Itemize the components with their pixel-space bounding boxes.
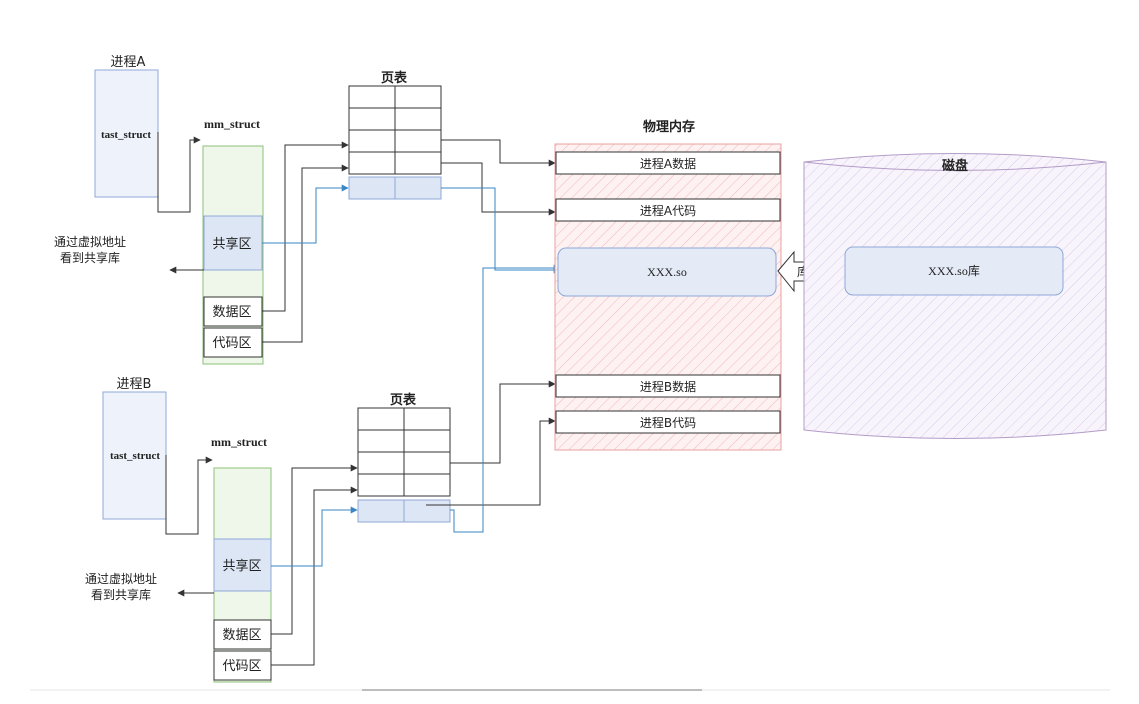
page-table-b-cell [403,429,451,453]
page-table-a-cell [394,129,442,153]
physical-memory-group: 物理内存 进程A数据 进程A代码 XXX.so 进程B数据 进程B代码 [554,119,782,451]
process-b-code-label: 代码区 [222,659,261,674]
page-table-b-cell [357,473,405,497]
process-a-group: 进程A tast_struct mm_struct 共享区 数据区 代码区 通过… [54,55,561,365]
process-b-annotation-2: 看到共享库 [91,587,151,602]
physical-memory-box [554,143,782,451]
process-b-task-struct-label: tast_struct [110,450,160,462]
disk-cylinder-rim [803,161,1107,171]
process-a-shared-to-page-table [262,184,349,244]
process-a-annotation-1: 通过虚拟地址 [54,235,126,249]
process-a-annotation-2: 看到共享库 [60,250,120,265]
memory-shared-library-label: XXX.so [647,265,687,279]
page-table-a-cell [348,129,396,153]
process-b-annotation-1: 通过虚拟地址 [85,572,157,586]
process-b-shared-to-page-table [271,506,358,567]
disk-group: 磁盘 XXX.so库 [803,153,1107,439]
process-b-page-table [357,407,451,523]
process-b-code-to-page-table [271,486,358,666]
memory-process-b-code [555,410,781,434]
disk-cylinder [803,153,1107,439]
page-table-b-to-shared-lib [450,264,561,533]
page-table-b-cell [403,407,451,431]
page-table-b-shared-cell [357,499,405,523]
process-b-data-region [213,619,272,650]
process-b-mm-struct-label: mm_struct [211,435,267,449]
process-b-data-label: 数据区 [222,628,261,643]
process-a-page-table-title: 页表 [381,70,408,86]
page-table-b-to-data [450,380,556,464]
process-b-task-struct [102,391,167,520]
process-b-code-region [213,650,272,681]
process-a-shared-label: 共享区 [212,236,251,252]
memory-process-b-data [555,374,781,398]
page-table-a-shared-cell [348,176,396,200]
memory-process-a-code [555,198,781,222]
page-table-a-cell [348,151,396,175]
memory-process-a-data-label: 进程A数据 [640,156,696,171]
process-b-page-table-title: 页表 [390,392,417,408]
process-a-code-region [203,327,263,358]
page-table-a-cell [394,85,442,109]
process-b-group: 进程B tast_struct mm_struct 共享区 数据区 代码区 通过… [85,264,561,683]
process-a-task-struct [94,69,159,198]
page-table-a-to-data [441,139,556,167]
memory-process-b-code-label: 进程B代码 [640,415,696,430]
memory-process-a-code-label: 进程A代码 [640,203,696,218]
process-a-data-label: 数据区 [212,305,251,320]
page-table-b-cell [403,473,451,497]
process-b-shared-region [213,538,272,592]
process-a-mm-struct-label: mm_struct [204,117,260,131]
disk-library-label: XXX.so库 [928,263,980,278]
disk-title: 磁盘 [942,158,968,174]
process-b-title: 进程B [117,377,152,392]
page-table-b-cell [403,451,451,475]
process-a-page-table [348,85,442,200]
page-table-a-cell [348,85,396,109]
page-table-a-cell [348,107,396,131]
page-table-a-cell [394,151,442,175]
page-table-a-to-shared-lib [441,187,561,274]
process-a-task-struct-label: tast_struct [101,129,151,141]
process-a-code-label: 代码区 [212,336,251,351]
process-a-code-to-page-table [262,164,349,343]
process-b-shared-label: 共享区 [222,558,261,574]
page-table-a-cell [394,107,442,131]
process-a-title: 进程A [111,55,146,70]
process-b-data-to-page-table [271,464,358,635]
page-table-b-cell [357,451,405,475]
page-table-a-shared-cell [394,176,442,200]
disk-library [844,246,1064,296]
page-table-b-cell [357,407,405,431]
memory-shared-library [557,247,777,297]
memory-process-a-data [555,151,781,175]
process-a-shared-region [203,215,263,271]
page-table-b-shared-cell [403,499,451,523]
page-table-b-cell [357,429,405,453]
physical-memory-title: 物理内存 [643,119,695,135]
process-a-data-to-page-table [262,141,349,312]
process-b-task-to-mm-connector [165,455,213,535]
memory-process-b-data-label: 进程B数据 [640,379,696,394]
process-a-task-to-mm-connector [157,132,201,213]
